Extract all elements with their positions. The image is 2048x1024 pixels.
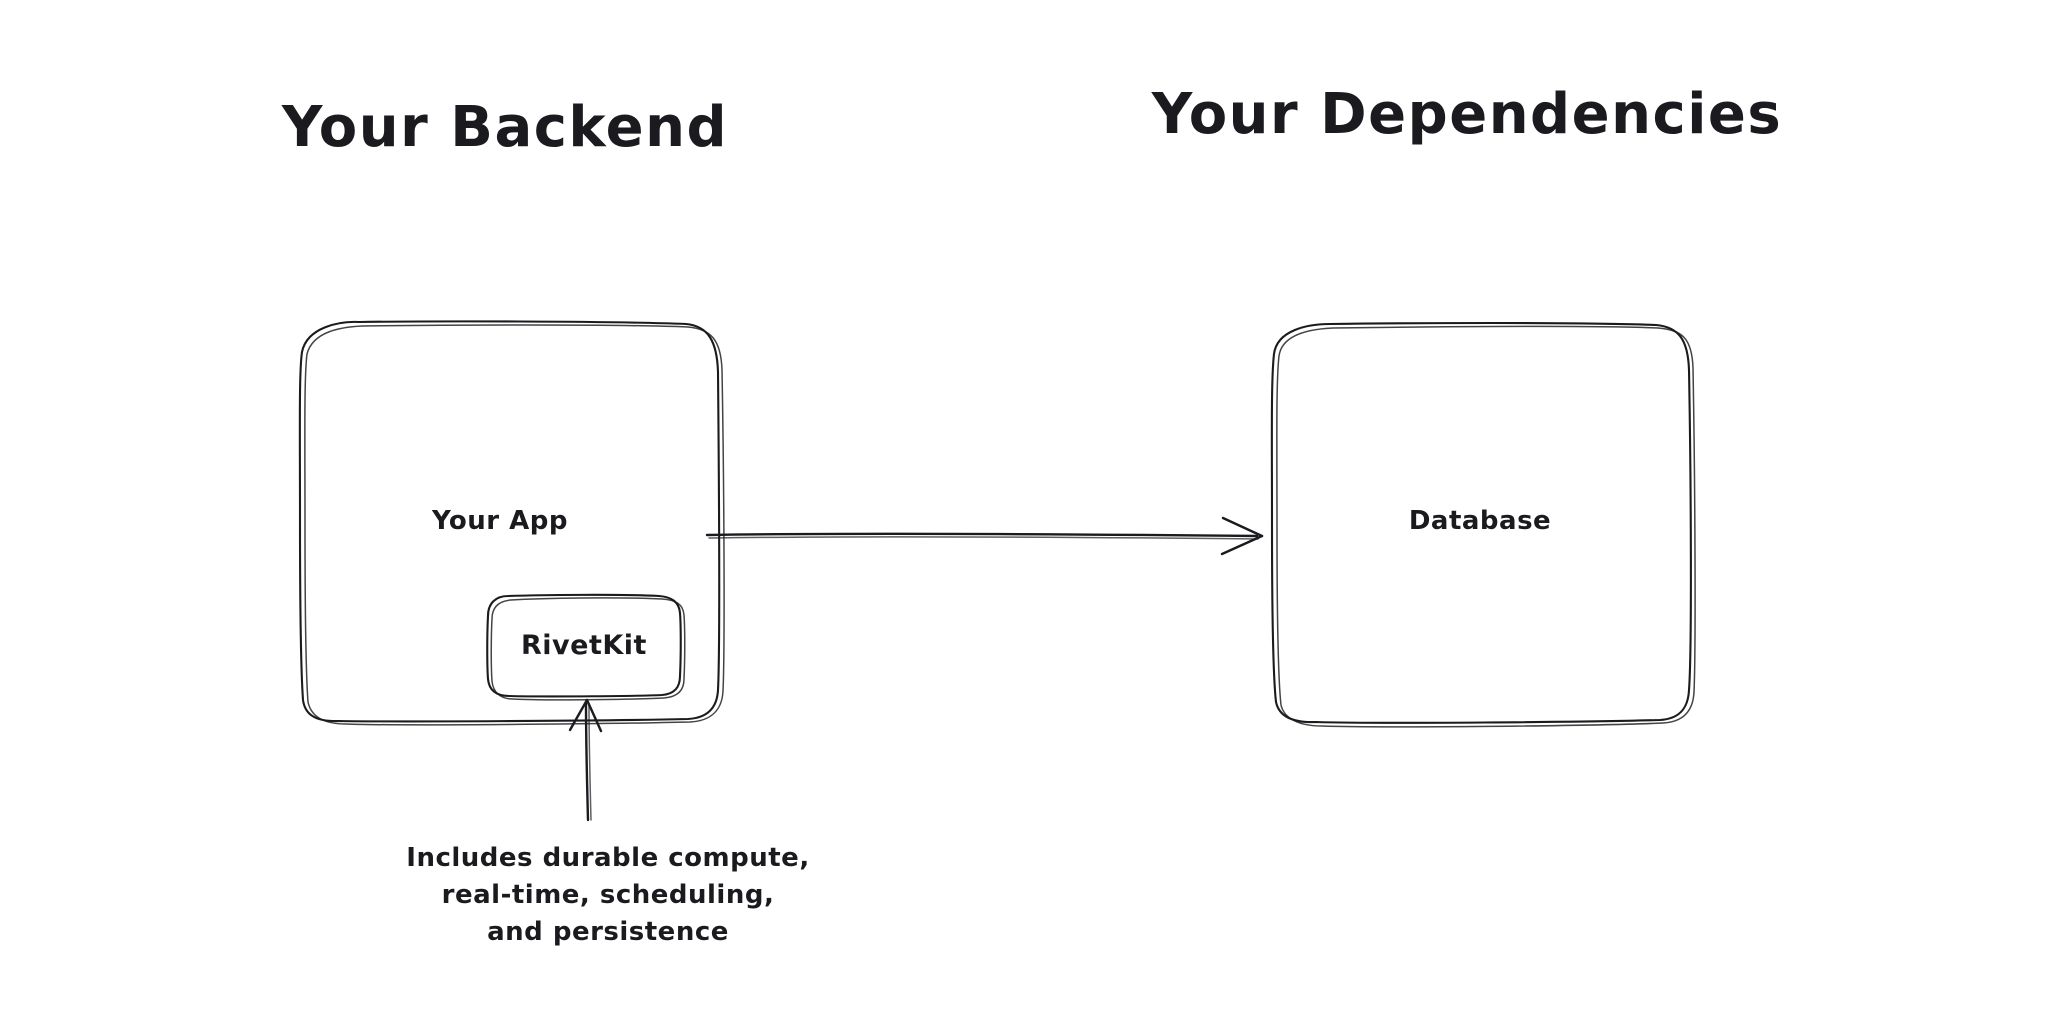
annotation-caption: Includes durable compute, real-time, sch… (406, 843, 809, 947)
arrowhead-right (1220, 516, 1264, 556)
rivetkit-label: RivetKit (521, 630, 647, 661)
annotation-to-rivetkit-arrow (568, 698, 603, 822)
your-app-box[interactable] (298, 320, 725, 726)
title-your-backend: Your Backend (281, 95, 728, 160)
app-to-database-arrow (705, 516, 1264, 556)
your-app-label: Your App (431, 506, 568, 536)
arrowhead-up (568, 698, 603, 733)
rivetkit-box[interactable] (486, 593, 686, 701)
database-box[interactable] (1270, 321, 1696, 728)
annotation-line-2: real-time, scheduling, (442, 880, 775, 910)
title-your-dependencies: Your Dependencies (1151, 82, 1782, 147)
annotation-line-3: and persistence (487, 917, 729, 947)
annotation-line-1: Includes durable compute, (406, 843, 809, 873)
database-label: Database (1409, 506, 1551, 536)
